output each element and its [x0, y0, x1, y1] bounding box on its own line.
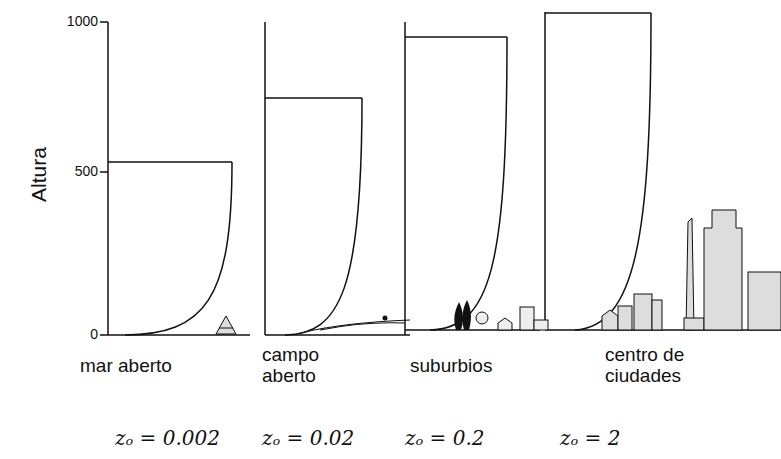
terrain-label: suburbios: [410, 356, 492, 377]
gradient-height: [545, 12, 651, 14]
height-axis: [544, 12, 546, 330]
height-axis: [264, 22, 266, 335]
gradient-height: [265, 97, 362, 99]
buoy-symbol: [216, 316, 236, 334]
terrain-label: centro de ciudades: [605, 345, 715, 387]
houses-symbol: [476, 307, 548, 330]
gradient-height: [108, 161, 232, 163]
terrain-label: mar aberto: [80, 356, 172, 377]
roughness-label: zₒ = 0.02: [262, 427, 354, 449]
axis-tick: [100, 171, 108, 173]
axis-title: Altura: [26, 148, 49, 203]
axis-tick-label: 500: [75, 164, 98, 179]
height-axis: [107, 22, 109, 335]
roughness-label: zₒ = 0.002: [115, 427, 220, 449]
wind-profile-curve: [430, 37, 507, 330]
wind-profile-curve: [285, 98, 362, 335]
roughness-label: zₒ = 2: [560, 427, 620, 449]
axis-tick: [100, 21, 108, 23]
city-buildings: [602, 210, 781, 330]
height-axis: [404, 22, 406, 335]
trees-symbol: [454, 300, 471, 330]
open-field: [300, 320, 410, 333]
wind-profile-curve: [575, 13, 651, 330]
axis-tick-label: 1000: [67, 14, 98, 29]
terrain-label: campo aberto: [262, 345, 352, 387]
farm-symbol: [383, 316, 388, 321]
wind-profile-curve: [125, 162, 232, 335]
roughness-label: zₒ = 0.2: [405, 427, 485, 449]
axis-tick-label: 0: [90, 327, 98, 342]
gradient-height: [405, 36, 507, 38]
